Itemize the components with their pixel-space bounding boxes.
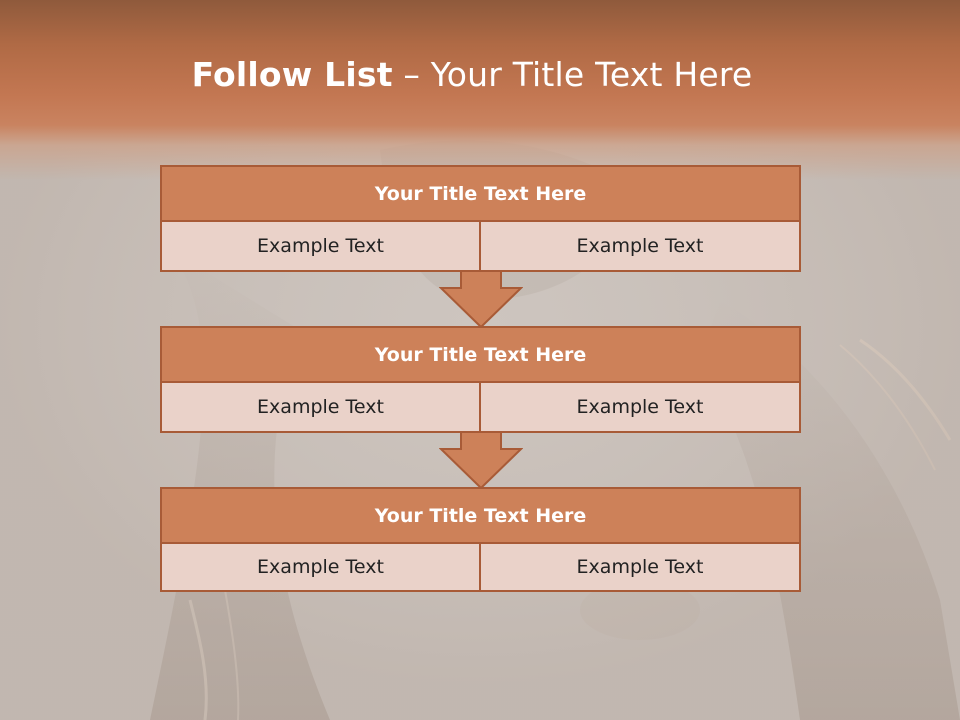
slide-title-subtitle: – Your Title Text Here [392,55,753,94]
step-left-text: Example Text [160,222,481,272]
step-title: Your Title Text Here [160,165,801,222]
step-right-text: Example Text [479,383,801,433]
step-left-text: Example Text [160,383,481,433]
step-title: Your Title Text Here [160,326,801,383]
step-title: Your Title Text Here [160,487,801,544]
step-2: Your Title Text Here Example Text Exampl… [160,326,801,433]
step-1: Your Title Text Here Example Text Exampl… [160,165,801,272]
step-right-text: Example Text [479,222,801,272]
step-left-text: Example Text [160,544,481,592]
arrow-down-icon [439,431,523,489]
header-band [0,0,960,180]
arrow-down-icon [439,270,523,328]
step-right-text: Example Text [479,544,801,592]
slide-title-main: Follow List [191,55,393,94]
step-3: Your Title Text Here Example Text Exampl… [160,487,801,592]
slide-title: Follow List – Your Title Text Here [0,55,944,94]
